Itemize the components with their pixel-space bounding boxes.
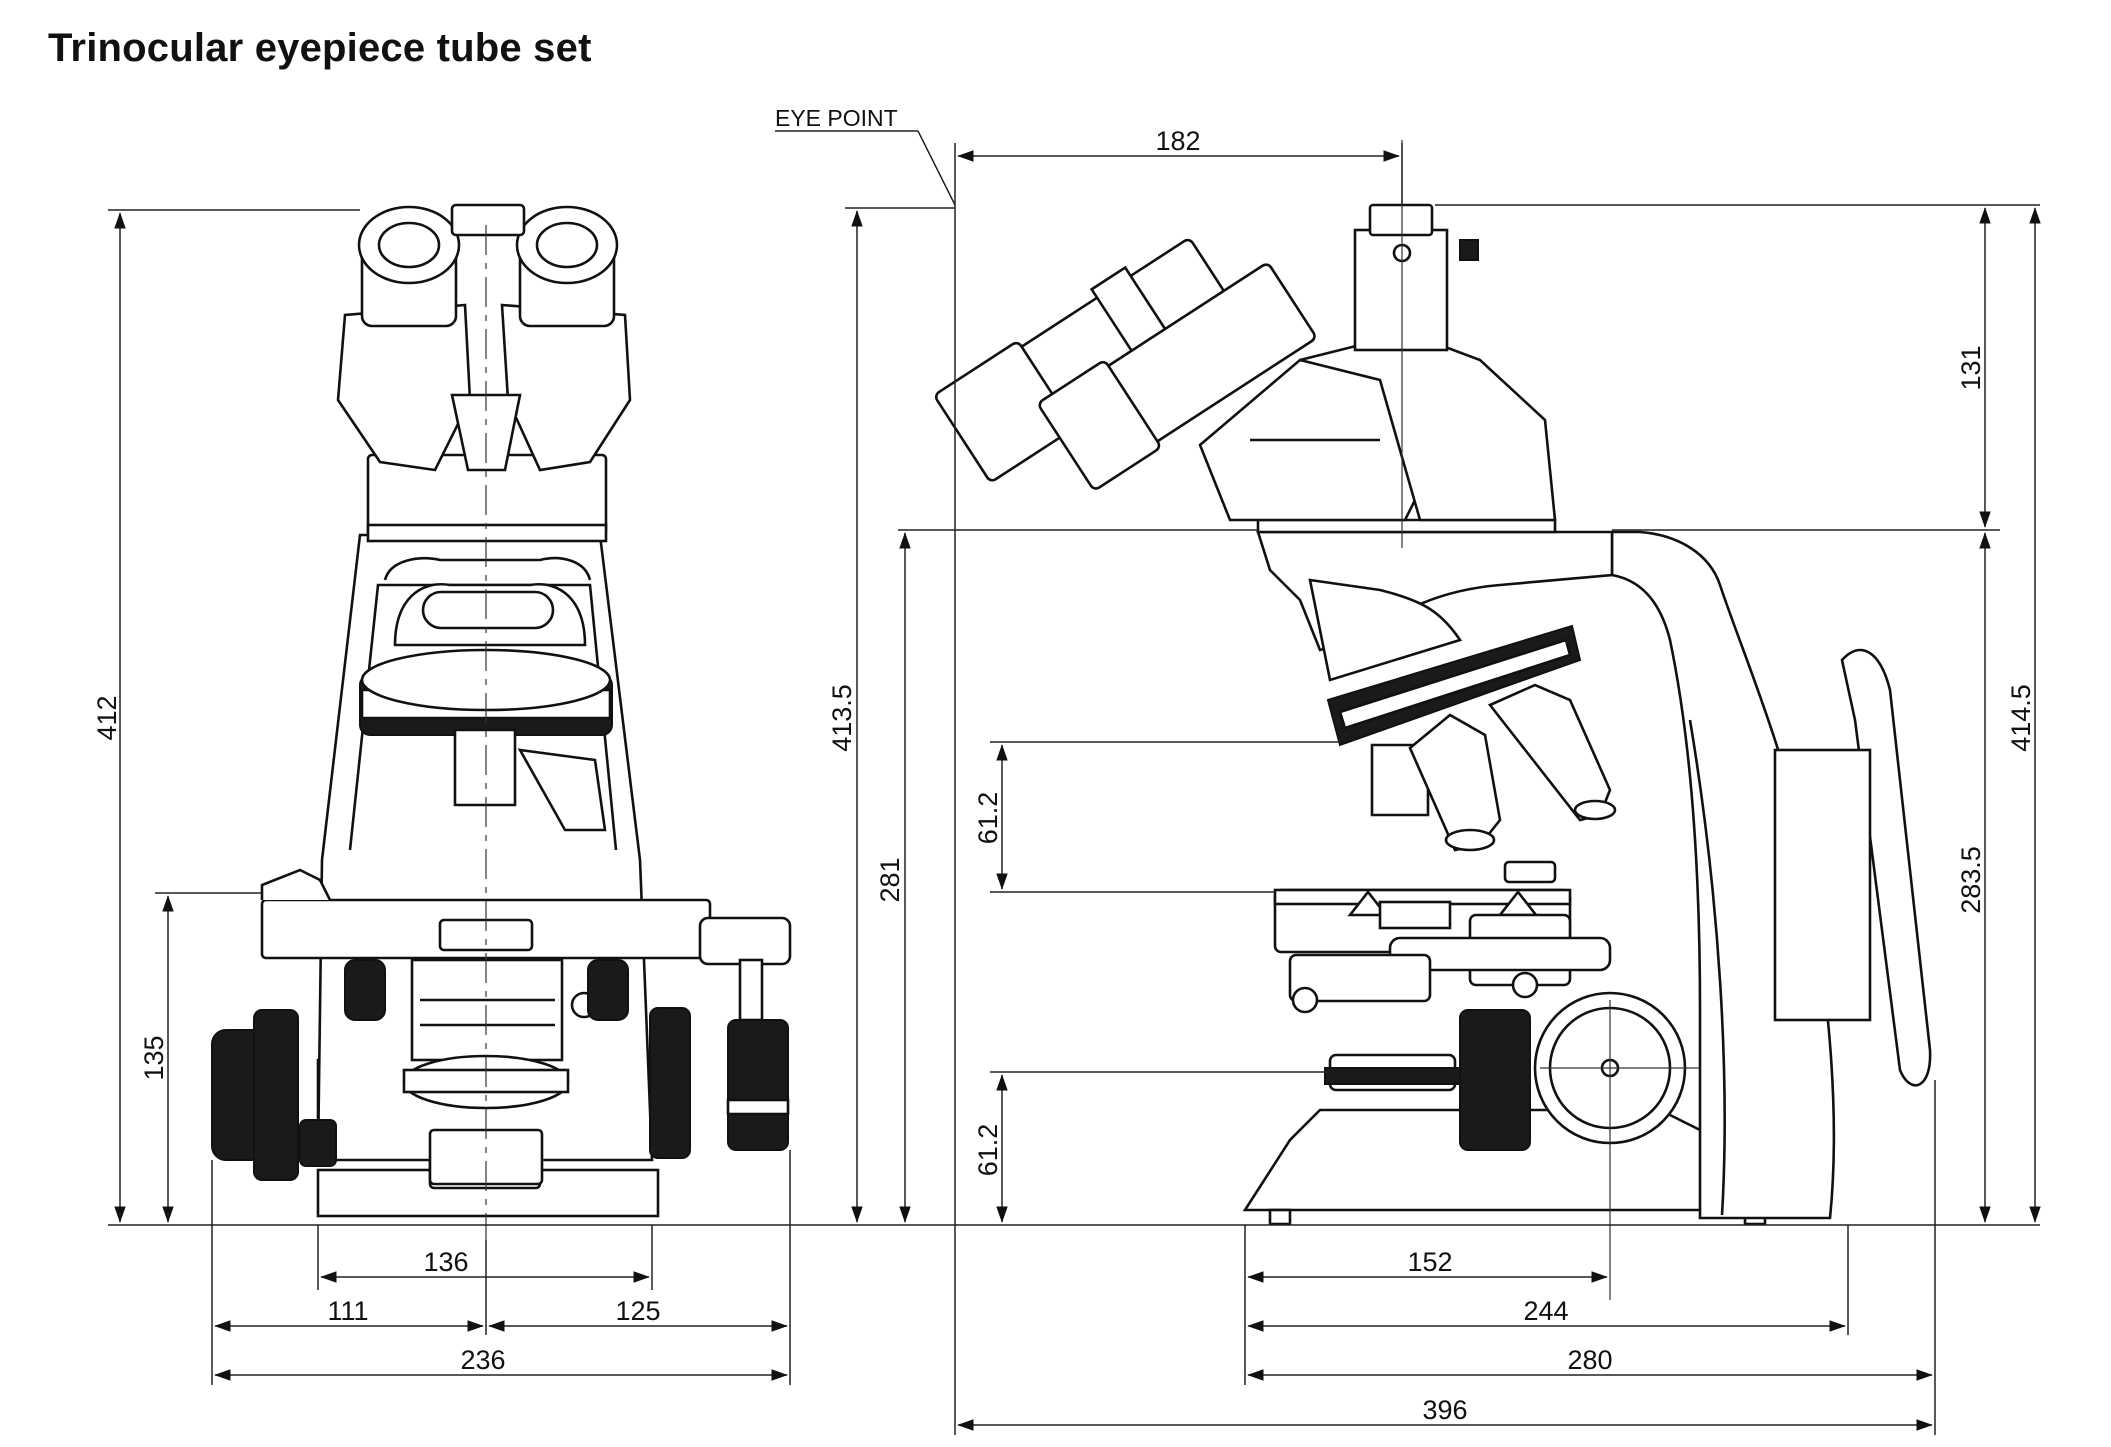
dim-body-280: 280	[1567, 1345, 1612, 1375]
dim-axis-152: 152	[1407, 1247, 1452, 1277]
dim-right-125: 125	[615, 1296, 660, 1326]
dim-overall-396: 396	[1422, 1395, 1467, 1425]
eye-point-label: EYE POINT	[775, 105, 898, 131]
dim-condenser-61-2: 61.2	[973, 1124, 1003, 1177]
side-view-dimensions: EYE POINT 182 413.5 281 61.2 61.2 131	[775, 105, 2041, 1435]
dim-left-111: 111	[327, 1296, 368, 1326]
dim-base-244: 244	[1523, 1296, 1568, 1326]
dim-height-413-5: 413.5	[827, 684, 857, 752]
dim-base-136: 136	[423, 1247, 468, 1277]
dim-height-412: 412	[92, 695, 122, 740]
dim-height-414-5: 414.5	[2006, 684, 2036, 752]
front-view-dimensions: 412 135 136 111 125 236	[92, 209, 840, 1385]
dim-objective-61-2: 61.2	[973, 792, 1003, 845]
page-title: Trinocular eyepiece tube set	[48, 26, 592, 70]
dim-width-236: 236	[460, 1345, 505, 1375]
dim-eyepiece-182: 182	[1155, 126, 1200, 156]
dim-arm-281: 281	[875, 857, 905, 902]
dim-stage-height-135: 135	[139, 1035, 169, 1080]
side-view-microscope	[934, 140, 1932, 1300]
dim-head-131: 131	[1956, 345, 1986, 390]
dim-arm-283-5: 283.5	[1956, 846, 1986, 914]
front-view-microscope	[211, 203, 792, 1240]
